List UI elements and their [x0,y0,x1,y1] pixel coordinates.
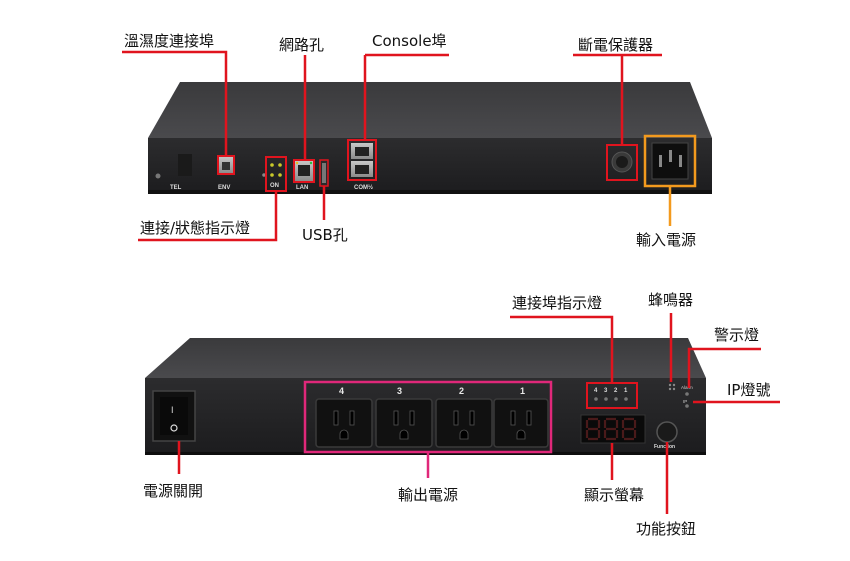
outlet-number: 2 [459,386,464,396]
env-port-callout: 溫濕度連接埠 [124,32,214,50]
rear-callout-lines [122,50,662,242]
outlet-number: 4 [339,386,344,396]
ip-light-callout: IP燈號 [727,381,770,399]
front-callout-lines [177,313,780,514]
status-led [270,163,274,167]
status-led-callout: 連接/狀態指示燈 [140,219,250,237]
rear-device-top [148,82,712,138]
alarm-light-callout: 警示燈 [714,326,759,344]
power-input-callout: 輸入電源 [636,231,696,249]
alarm-label: Alarm [681,385,693,390]
outlet: 2 [435,386,493,448]
ip-led [685,404,689,408]
display-callout: 顯示螢幕 [584,486,644,504]
console-port-box [347,139,377,181]
env-port-label: ENV [218,185,230,191]
port-led-number: 3 [604,388,608,394]
port-indicator-callout: 連接埠指示燈 [512,294,602,312]
rear-device: TEL ENV ON LAN COM½ [148,82,712,194]
alarm-led [685,392,689,396]
buzzer [668,383,676,391]
outlet-number: 1 [520,386,525,396]
tel-port-label: TEL [170,185,182,191]
port-led-number: 4 [594,388,598,394]
port-led-number: 2 [614,388,618,394]
circuit-breaker-callout: 斷電保護器 [578,36,653,54]
outlet: 3 [375,386,433,448]
power-switch-callout: 電源關開 [143,482,203,500]
output-power-callout: 輸出電源 [398,486,458,504]
lan-port-label: LAN [296,185,308,191]
function-button [656,421,678,443]
front-device: I 4 3 2 1 [145,338,706,455]
svg-text:I: I [171,405,174,415]
front-device-top [145,338,706,378]
console-port-callout: Console埠 [372,32,447,50]
ip-label: IP [683,399,687,404]
network-port-callout: 網路孔 [279,36,324,54]
outlet: 4 [315,386,373,448]
outlet-number: 3 [397,386,402,396]
function-button-callout: 功能按鈕 [636,520,696,538]
outlet: 1 [493,386,549,448]
usb-port-callout: USB孔 [302,226,348,244]
buzzer-callout: 蜂鳴器 [648,291,693,309]
on-label: ON [270,183,279,189]
screw-hole [155,173,161,179]
port-led-number: 1 [624,388,628,394]
function-label: Function [654,444,675,450]
com-port-label: COM½ [354,184,373,191]
port-led [594,397,598,401]
